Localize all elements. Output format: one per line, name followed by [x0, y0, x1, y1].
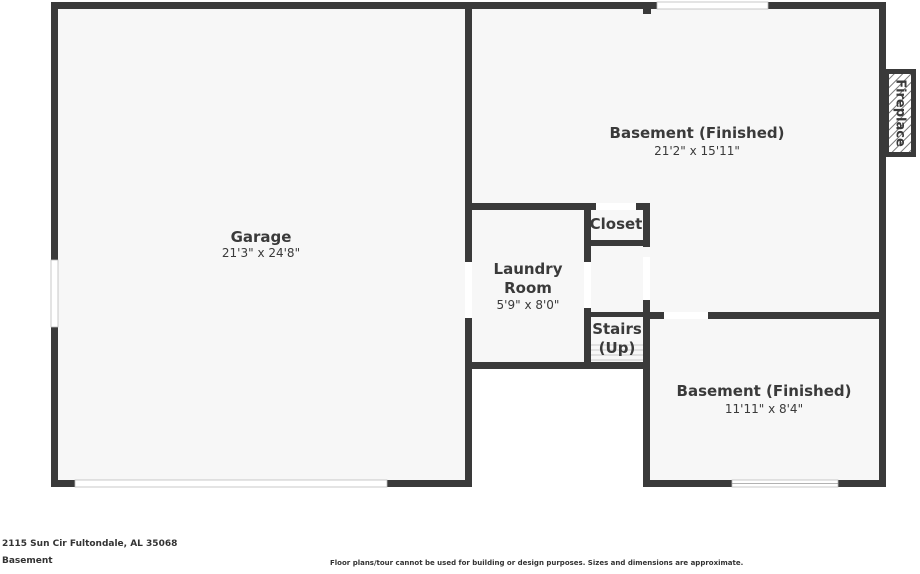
disclaimer-text: Floor plans/tour cannot be used for buil…: [330, 559, 744, 567]
stairs-name-line2: (Up): [599, 339, 636, 357]
wall: [465, 2, 472, 487]
basement-small-floor: [646, 316, 882, 484]
basement-large-name: Basement (Finished): [610, 124, 785, 142]
wall: [470, 362, 650, 369]
garage-name: Garage: [231, 228, 292, 246]
wall: [51, 2, 58, 486]
floor-plan: Fireplace Garage 21'3" x 24'8" Basement …: [50, 1, 916, 488]
openings: [50, 1, 839, 488]
stairs-name-line1: Stairs: [592, 320, 642, 338]
stairs-treads: [591, 344, 643, 361]
wall: [879, 2, 886, 320]
hall-doorway: [643, 257, 650, 300]
basement-large-dims: 21'2" x 15'11": [654, 144, 740, 158]
wall: [470, 203, 650, 210]
laundry-name-line1: Laundry: [494, 260, 563, 278]
stairs-floor: [588, 315, 648, 365]
garage-doorway: [465, 262, 472, 318]
laundry-doorway: [584, 262, 591, 308]
wall: [643, 6, 651, 14]
basement-window-top: [656, 1, 769, 10]
closet-doorway: [596, 203, 636, 210]
garage-door-opening: [74, 479, 388, 488]
wall: [643, 312, 886, 319]
wall: [588, 240, 648, 246]
basement-doorway: [664, 312, 708, 319]
basement-small-name: Basement (Finished): [677, 382, 852, 400]
closet-name: Closet: [590, 215, 643, 233]
hall-floor: [588, 243, 648, 315]
wall: [588, 312, 648, 317]
wall: [879, 312, 886, 487]
garage-dims: 21'3" x 24'8": [222, 246, 300, 260]
address-text: 2115 Sun Cir Fultondale, AL 35068: [2, 539, 178, 549]
laundry-name-line2: Room: [504, 279, 552, 297]
fireplace-label: Fireplace: [893, 79, 908, 147]
laundry-floor: [470, 207, 588, 365]
wall: [51, 2, 470, 9]
floor-name: Basement: [2, 556, 53, 566]
room-floors: [55, 6, 882, 484]
garage-window: [50, 259, 59, 328]
fireplace: Fireplace: [884, 69, 916, 157]
closet-floor: [588, 207, 648, 243]
garage-floor: [55, 6, 468, 484]
basement-small-dims: 11'11" x 8'4": [725, 402, 803, 416]
wall: [643, 203, 650, 247]
laundry-dims: 5'9" x 8'0": [497, 298, 560, 312]
wall: [643, 312, 650, 487]
